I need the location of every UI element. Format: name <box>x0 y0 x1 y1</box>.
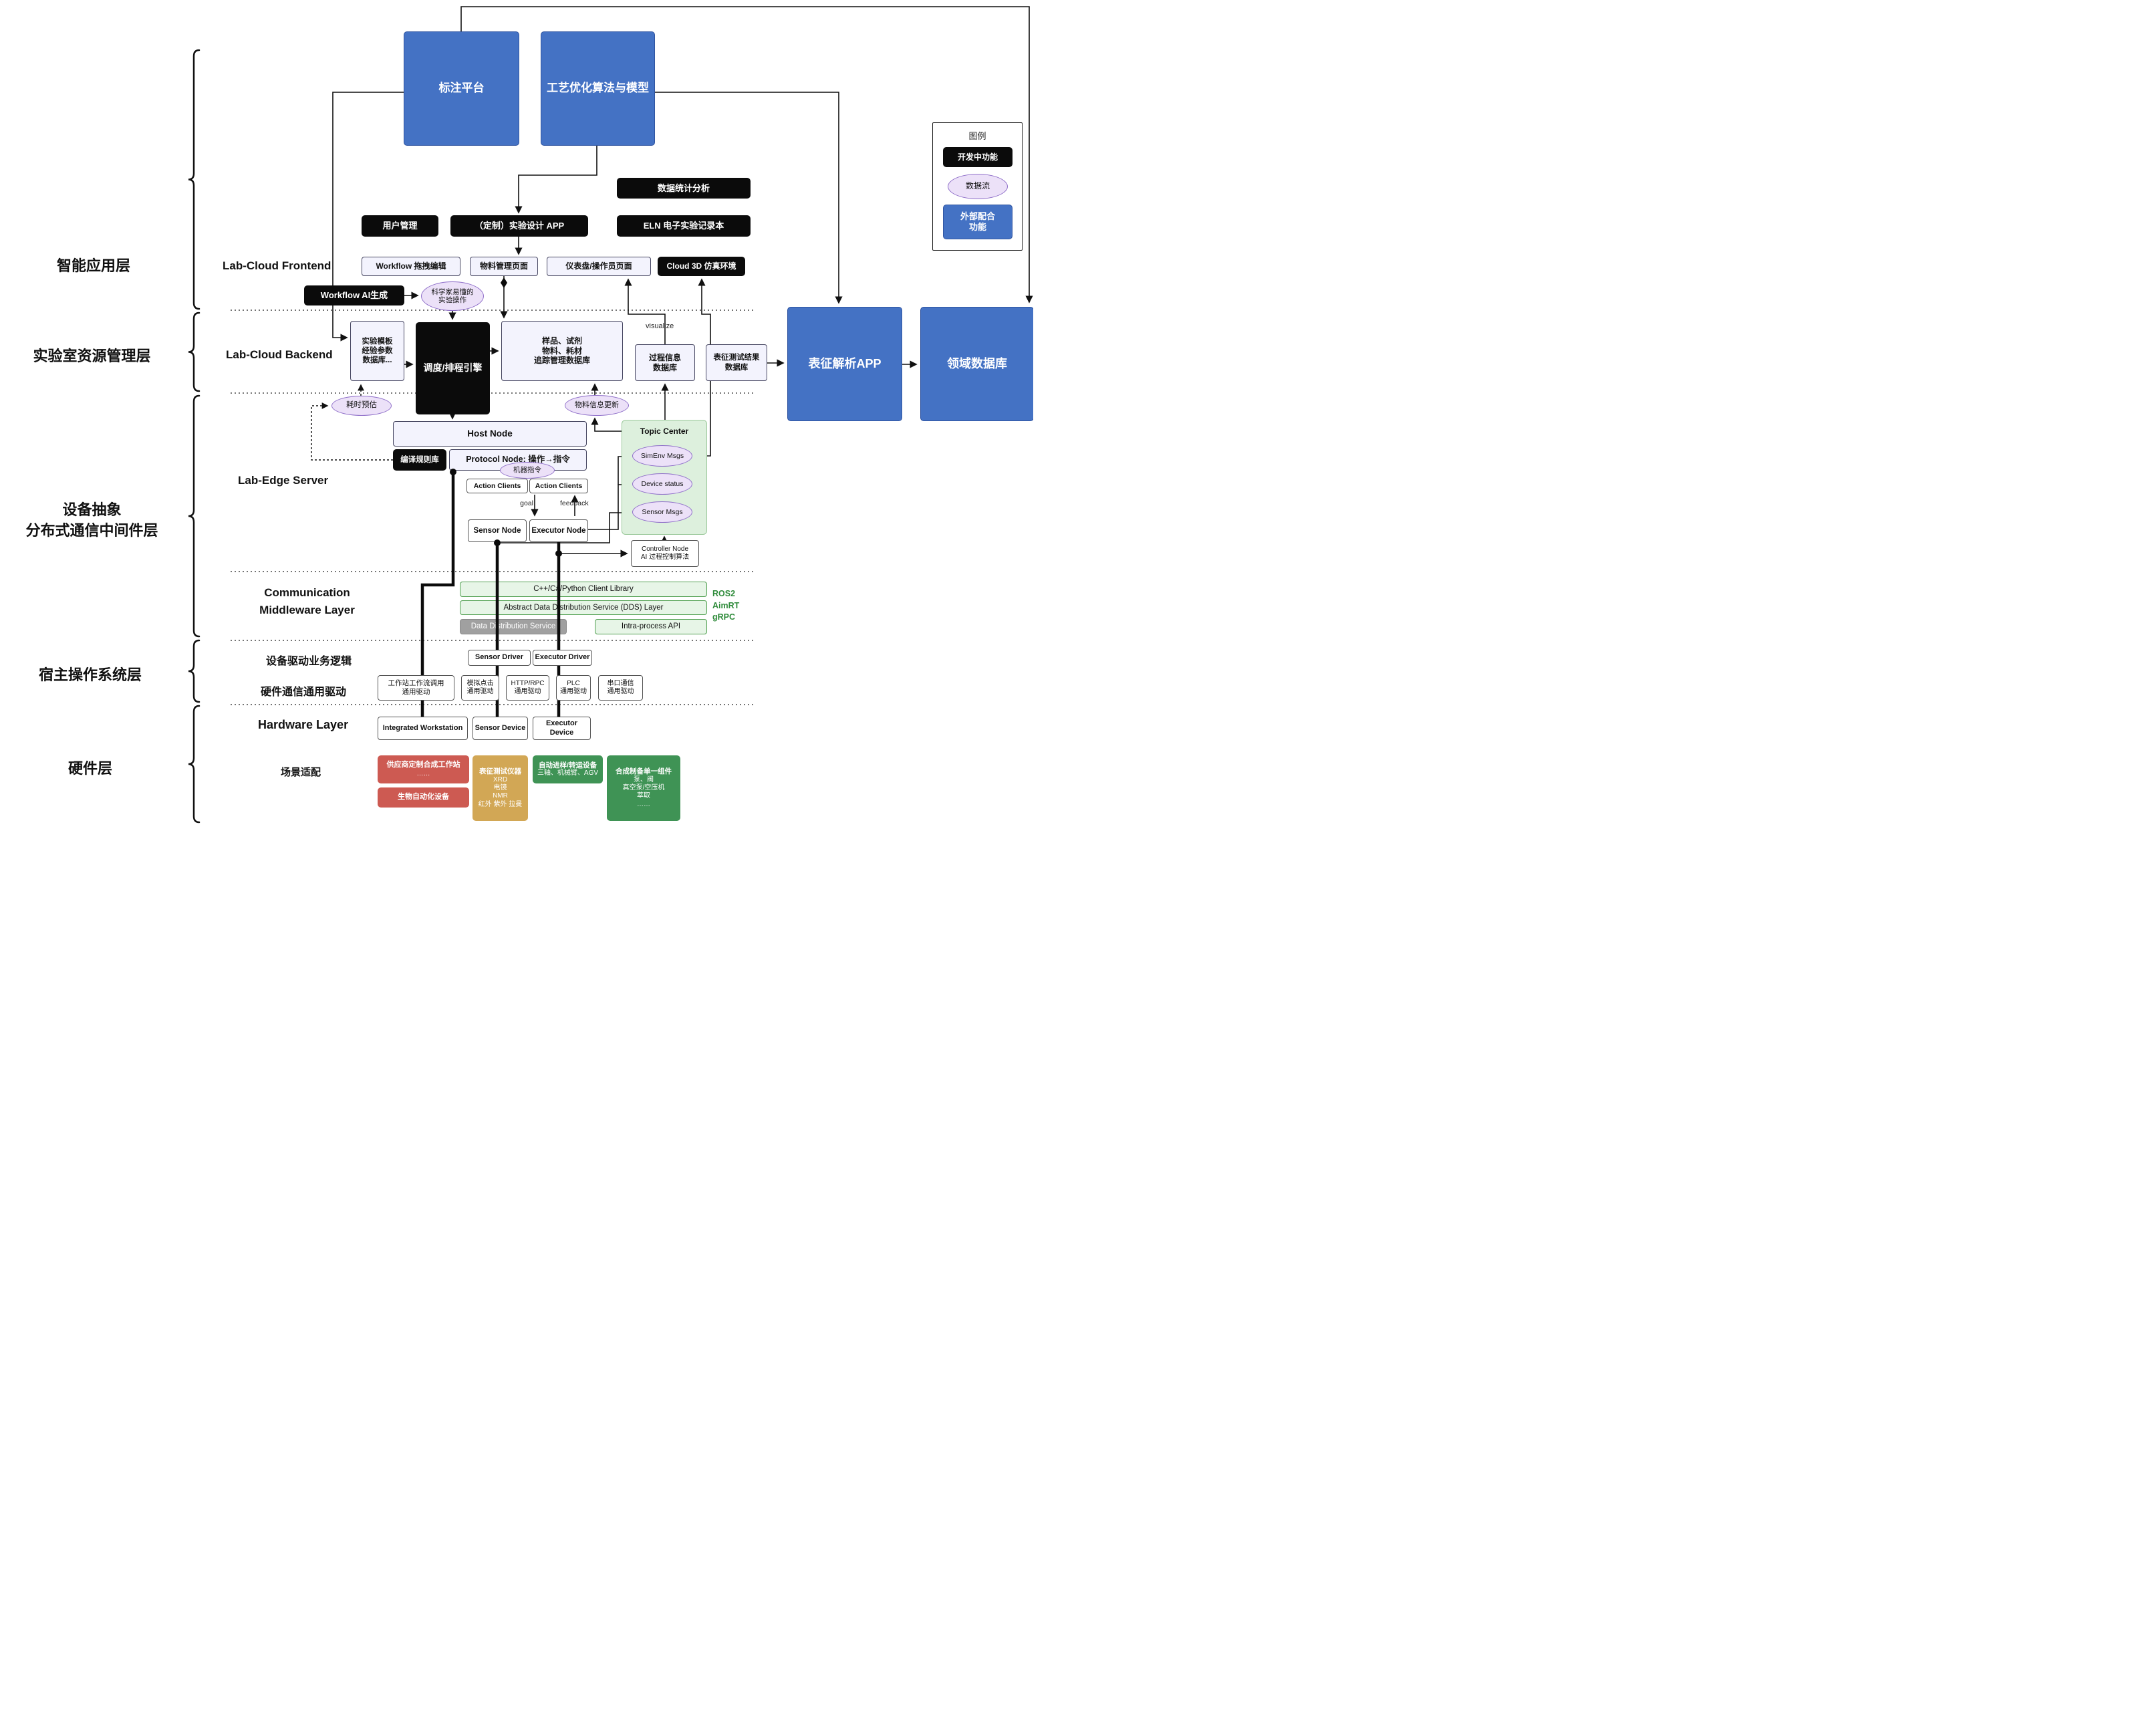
char-analysis-app-box: 表征解析APP <box>787 307 902 421</box>
sensor-msgs-ellipse: Sensor Msgs <box>632 501 692 523</box>
process-optimization-box: 工艺优化算法与模型 <box>541 31 655 146</box>
device-status-ellipse: Device status <box>632 473 692 495</box>
section-label-hw-comm-driver: 硬件通信通用驱动 <box>261 687 347 698</box>
tracking-db-box: 样品、试剂 物料、耗材 追踪管理数据库 <box>501 321 623 381</box>
char-instruments-title: 表征测试仪器 <box>479 767 521 776</box>
serial-driver-box: 串口通信 通用驱动 <box>598 675 643 701</box>
dds-service-box: Data Distribution Service <box>460 619 567 634</box>
vendor-workstation-more: …… <box>416 769 430 777</box>
client-library-box: C++/C#/Python Client Library <box>460 582 707 597</box>
transfer-equipment-subtitle: 三轴、机械臂、AGV <box>537 769 599 777</box>
layer-braces <box>188 49 200 824</box>
dotted-arrows <box>311 384 393 461</box>
executor-node-box: Executor Node <box>529 519 588 542</box>
process-db-box: 过程信息 数据库 <box>635 344 695 381</box>
section-label-comm-middleware: Communication Middleware Layer <box>259 586 355 616</box>
synth-components-items: 泵、阀 真空泵/空压机 萃取 …… <box>622 776 665 808</box>
workstation-driver-box: 工作站工作流调用 通用驱动 <box>378 675 454 701</box>
bio-automation-box: 生物自动化设备 <box>378 787 469 808</box>
middleware-stack-label: ROS2 AimRT gRPC <box>712 589 740 622</box>
synth-components-box: 合成制备单一组件 泵、阀 真空泵/空压机 萃取 …… <box>607 755 680 821</box>
intra-process-api-box: Intra-process API <box>595 619 707 634</box>
domain-db-box: 领域数据库 <box>920 307 1033 421</box>
topic-center-title: Topic Center <box>640 426 689 436</box>
section-label-frontend: Lab-Cloud Frontend <box>223 259 331 272</box>
machine-instr-ellipse: 机器指令 <box>500 462 555 479</box>
material-update-ellipse: 物料信息更新 <box>565 395 629 416</box>
controller-node-box: Controller Node AI 过程控制算法 <box>631 540 699 567</box>
section-label-scenario-fit: 场景适配 <box>281 767 321 778</box>
layer-label-app: 智能应用层 <box>56 257 130 274</box>
action-clients-box-2: Action Clients <box>529 479 588 493</box>
section-label-hardware-layer: Hardware Layer <box>258 718 349 731</box>
data-stats-box: 数据统计分析 <box>617 178 751 199</box>
workflow-edit-box: Workflow 拖拽编辑 <box>362 257 460 276</box>
char-result-db-box: 表征测试结果 数据库 <box>706 344 767 381</box>
action-clients-box-1: Action Clients <box>466 479 528 493</box>
user-mgmt-box: 用户管理 <box>362 215 438 237</box>
annotation-platform-box: 标注平台 <box>404 31 519 146</box>
char-instruments-items: XRD 电镜 NMR 红外 紫外 拉曼 <box>478 776 523 808</box>
vendor-workstation-box: 供应商定制合成工作站 …… <box>378 755 469 783</box>
goal-label: goal <box>520 499 533 507</box>
legend-data-flow: 数据流 <box>948 174 1008 199</box>
transfer-equipment-title: 自动进样/转运设备 <box>539 761 597 769</box>
plc-driver-box: PLC 通用驱动 <box>556 675 591 701</box>
vendor-workstation-title: 供应商定制合成工作站 <box>386 761 460 769</box>
data-flow-arrows <box>332 6 1033 558</box>
eln-box: ELN 电子实验记录本 <box>617 215 751 237</box>
layer-separators <box>231 310 753 705</box>
simenv-msgs-ellipse: SimEnv Msgs <box>632 445 692 467</box>
section-label-backend: Lab-Cloud Backend <box>226 348 333 361</box>
template-db-box: 实验模板 经验参数 数据库... <box>350 321 404 381</box>
integrated-workstation-box: Integrated Workstation <box>378 717 468 740</box>
section-label-driver-logic: 设备驱动业务逻辑 <box>266 656 352 667</box>
legend-in-development: 开发中功能 <box>943 147 1013 167</box>
diagram-canvas: 智能应用层 实验室资源管理层 设备抽象 分布式通信中间件层 宿主操作系统层 硬件… <box>0 0 1033 824</box>
visualize-label: visualize <box>646 322 674 330</box>
char-instruments-box: 表征测试仪器 XRD 电镜 NMR 红外 紫外 拉曼 <box>473 755 528 821</box>
workflow-ai-box: Workflow AI生成 <box>304 285 404 305</box>
click-driver-box: 模拟点击 通用驱动 <box>461 675 499 701</box>
sensor-node-box: Sensor Node <box>468 519 527 542</box>
transfer-equipment-box: 自动进样/转运设备 三轴、机械臂、AGV <box>533 755 603 783</box>
sci-friendly-ellipse: 科学家易懂的 实验操作 <box>421 281 484 311</box>
layer-label-host-os: 宿主操作系统层 <box>38 666 142 683</box>
executor-driver-box: Executor Driver <box>533 650 592 666</box>
material-page-box: 物料管理页面 <box>470 257 538 276</box>
dashboard-page-box: 仪表盘/操作员页面 <box>547 257 651 276</box>
sensor-driver-box: Sensor Driver <box>468 650 531 666</box>
time-estimate-ellipse: 耗时预估 <box>331 396 392 416</box>
synth-components-title: 合成制备单一组件 <box>616 767 672 776</box>
section-label-edge-server: Lab-Edge Server <box>238 474 329 487</box>
cloud-3d-box: Cloud 3D 仿真环境 <box>658 257 745 276</box>
connector-layer <box>188 6 1033 824</box>
layer-label-resource: 实验室资源管理层 <box>33 348 151 364</box>
host-node-box: Host Node <box>393 421 587 447</box>
layer-label-hardware: 硬件层 <box>68 760 112 777</box>
compile-rules-box: 编译规则库 <box>393 449 446 471</box>
scheduler-box: 调度/排程引擎 <box>416 322 490 414</box>
http-rpc-driver-box: HTTP/RPC 通用驱动 <box>506 675 549 701</box>
legend-external-support: 外部配合 功能 <box>943 205 1013 239</box>
executor-device-box: Executor Device <box>533 717 591 740</box>
layer-label-device: 设备抽象 分布式通信中间件层 <box>25 501 158 539</box>
feedback-label: feedback <box>560 499 589 507</box>
sensor-device-box: Sensor Device <box>473 717 528 740</box>
dds-layer-box: Abstract Data Distribution Service (DDS)… <box>460 600 707 615</box>
legend-title: 图例 <box>968 131 986 141</box>
custom-design-app-box: （定制）实验设计 APP <box>450 215 588 237</box>
